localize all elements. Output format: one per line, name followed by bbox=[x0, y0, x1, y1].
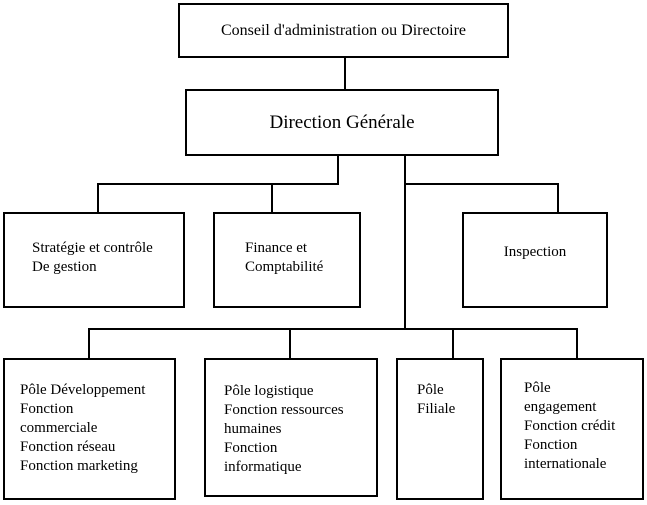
node-text-line: internationale bbox=[524, 456, 607, 472]
node-pole-filiale: Pôle Filiale bbox=[396, 358, 484, 500]
node-text-line: Pôle bbox=[524, 380, 551, 396]
connector-to-pole-engagement bbox=[576, 328, 578, 358]
node-pole-engagement: Pôle engagement Fonction crédit Fonction… bbox=[500, 358, 644, 500]
node-finance-comptabilite: Finance et Comptabilité bbox=[213, 212, 361, 308]
connector-to-strategie bbox=[97, 183, 99, 212]
node-label: Inspection bbox=[503, 244, 567, 260]
connector-leftbus bbox=[97, 183, 339, 185]
node-text-line: Fonction réseau bbox=[20, 439, 116, 455]
node-text-line: humaines bbox=[224, 421, 282, 437]
node-text-line: engagement bbox=[524, 399, 597, 415]
node-conseil-administration: Conseil d'administration ou Directoire bbox=[178, 3, 509, 58]
node-text-line: Stratégie et contrôle bbox=[32, 240, 153, 256]
node-text-line: Comptabilité bbox=[245, 259, 324, 275]
node-text-line: Fonction bbox=[524, 437, 578, 453]
node-pole-logistique: Pôle logistique Fonction ressources huma… bbox=[204, 358, 378, 497]
node-text-line: Fonction crédit bbox=[524, 418, 616, 434]
node-strategie-controle-gestion: Stratégie et contrôle De gestion bbox=[3, 212, 185, 308]
connector-to-pole-developpement bbox=[88, 328, 90, 358]
node-text-line: Finance et bbox=[245, 240, 308, 256]
connector-to-pole-logistique bbox=[289, 328, 291, 358]
node-text-line: Fonction bbox=[224, 440, 278, 456]
connector-direction-leftbus bbox=[337, 155, 339, 185]
node-text-line: commerciale bbox=[20, 420, 98, 436]
connector-to-finance bbox=[271, 183, 273, 212]
node-text-line: Pôle bbox=[417, 382, 444, 398]
connector-bottombus bbox=[88, 328, 578, 330]
node-inspection: Inspection bbox=[462, 212, 608, 308]
node-text-line: Pôle Développement bbox=[20, 382, 146, 398]
connector-rightbus bbox=[404, 183, 559, 185]
node-text-line: Fonction marketing bbox=[20, 458, 138, 474]
node-text-line: Filiale bbox=[417, 401, 456, 417]
connector-direction-bottombus bbox=[404, 155, 406, 330]
connector-conseil-direction bbox=[344, 57, 346, 90]
node-text-line: Pôle logistique bbox=[224, 383, 314, 399]
node-text-line: informatique bbox=[224, 459, 302, 475]
node-text-line: De gestion bbox=[32, 259, 97, 275]
node-direction-generale: Direction Générale bbox=[185, 89, 499, 156]
connector-to-pole-filiale bbox=[452, 328, 454, 358]
node-text-line: Fonction bbox=[20, 401, 74, 417]
node-label: Direction Générale bbox=[269, 112, 415, 133]
connector-to-inspection bbox=[557, 183, 559, 212]
node-text-line: Fonction ressources bbox=[224, 402, 344, 418]
node-label: Conseil d'administration ou Directoire bbox=[220, 22, 467, 39]
node-pole-developpement: Pôle Développement Fonction commerciale … bbox=[3, 358, 176, 500]
